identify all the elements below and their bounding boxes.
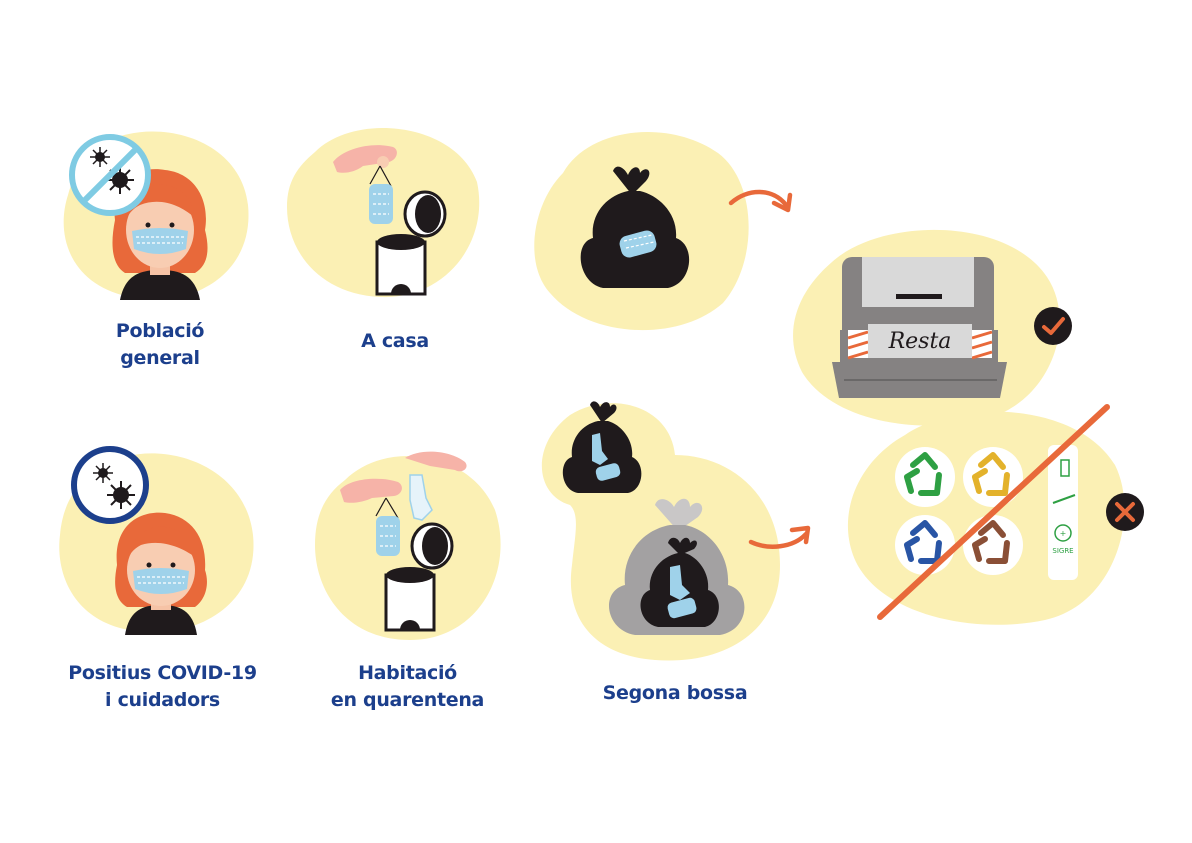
trash-bag-icon	[562, 401, 642, 493]
trash-container-icon	[832, 257, 1007, 398]
sigre-container-icon: + SIGRE	[1048, 445, 1078, 580]
arrow-right-icon	[748, 525, 811, 549]
label-a-casa: A casa	[361, 330, 429, 352]
check-icon	[1034, 307, 1072, 345]
glove-icon	[409, 474, 433, 521]
recycle-yellow-icon	[963, 447, 1023, 507]
mask-icon	[375, 497, 400, 556]
label-poblacio-general: Població general	[115, 320, 205, 369]
svg-text:+: +	[1060, 529, 1067, 538]
mask-icon	[619, 230, 657, 258]
a-casa-illustration	[287, 128, 480, 298]
mask-icon	[132, 228, 188, 254]
virus-icon	[71, 446, 149, 524]
strike-line	[877, 404, 1110, 620]
bag-illustration	[534, 131, 749, 331]
trash-bin-icon	[375, 190, 447, 296]
resta-container-illustration: Resta	[793, 229, 1060, 426]
label-habitacio-quarentena: Habitació en quarentena	[330, 662, 485, 711]
trash-bag-icon	[580, 166, 690, 288]
cross-icon	[1106, 493, 1144, 531]
label-segona-bossa: Segona bossa	[602, 682, 748, 704]
no-virus-icon	[69, 134, 151, 216]
recycle-brown-icon	[963, 515, 1023, 575]
label-positius-covid: Positius COVID-19 i cuidadors	[68, 662, 257, 711]
recycle-blue-icon	[895, 515, 955, 575]
hand-icon	[333, 145, 397, 173]
person-icon	[115, 512, 207, 635]
arrow-right-icon	[728, 189, 793, 213]
grey-trash-bag-icon	[608, 498, 745, 635]
mask-icon	[133, 568, 189, 594]
positius-illustration	[59, 446, 254, 635]
resta-label: Resta	[888, 329, 952, 354]
habitacio-illustration	[315, 451, 501, 640]
recycle-green-icon	[895, 447, 955, 507]
poblacio-general-illustration	[63, 131, 249, 300]
hand-icon	[340, 451, 467, 503]
segona-bossa-illustration	[541, 401, 780, 661]
mask-icon	[369, 165, 393, 224]
recycling-illustration: + SIGRE	[847, 404, 1125, 625]
sigre-label: SIGRE	[1052, 547, 1073, 555]
trash-bin-icon	[384, 522, 454, 632]
